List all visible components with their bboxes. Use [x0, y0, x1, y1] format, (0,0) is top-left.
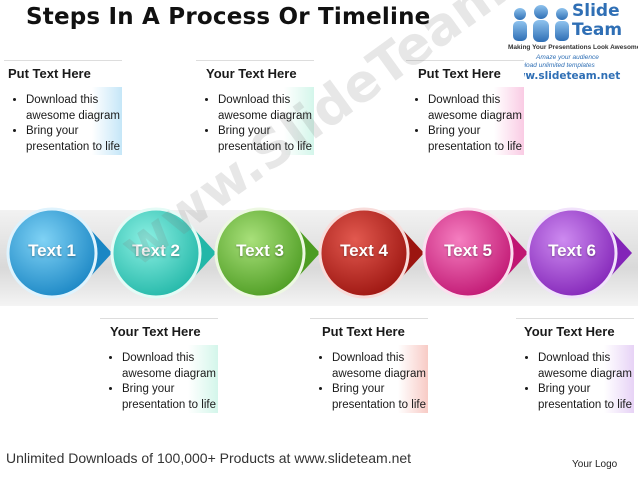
top-card-2: Your Text Here Download this awesome dia…: [196, 60, 314, 155]
timeline-steps: [6, 207, 632, 299]
list-item: Download this awesome diagram: [218, 93, 314, 124]
step-2-label: Text 2: [132, 241, 180, 260]
card-heading: Your Text Here: [196, 60, 314, 87]
card-bullets: Download this awesome diagram Bring your…: [406, 93, 524, 155]
step-6-shape: [526, 207, 632, 299]
card-bullets: Download this awesome diagram Bring your…: [100, 351, 218, 413]
list-item: Download this awesome diagram: [332, 351, 428, 382]
list-item: Download this awesome diagram: [428, 93, 524, 124]
slideteam-logo: Slide Team Making Your Presentations Loo…: [506, 1, 638, 92]
list-item: Download this awesome diagram: [538, 351, 634, 382]
step-3-shape: [214, 207, 320, 299]
logo-tagline-2: Amaze your audience: [536, 54, 599, 61]
list-item: Bring your presentation to life: [26, 124, 122, 155]
top-card-3: Put Text Here Download this awesome diag…: [406, 60, 524, 155]
list-item: Download this awesome diagram: [122, 351, 218, 382]
step-6-label: Text 6: [548, 241, 596, 260]
logo-url: www.slideteam.net: [506, 70, 621, 82]
step-2-shape: [110, 207, 216, 299]
card-heading: Your Text Here: [516, 318, 634, 345]
logo-brand: Slide Team: [572, 1, 623, 40]
list-item: Bring your presentation to life: [428, 124, 524, 155]
your-logo-text: Your Logo: [572, 459, 618, 470]
step-1-label: Text 1: [28, 241, 76, 260]
list-item: Bring your presentation to life: [332, 382, 428, 413]
card-heading: Your Text Here: [100, 318, 218, 345]
step-4-shape: [318, 207, 424, 299]
bottom-card-1: Your Text Here Download this awesome dia…: [100, 318, 218, 413]
list-item: Bring your presentation to life: [122, 382, 218, 413]
bottom-card-3: Your Text Here Download this awesome dia…: [516, 318, 634, 413]
list-item: Bring your presentation to life: [218, 124, 314, 155]
page-title: Steps In A Process Or Timeline: [26, 4, 431, 30]
people-logo-icon: [513, 5, 569, 42]
step-5-label: Text 5: [444, 241, 492, 260]
step-5-shape: [422, 207, 528, 299]
footer-text: Unlimited Downloads of 100,000+ Products…: [6, 450, 412, 466]
step-4-label: Text 4: [340, 241, 388, 260]
card-bullets: Download this awesome diagram Bring your…: [310, 351, 428, 413]
step-1-shape: [6, 207, 112, 299]
logo-tagline: Making Your Presentations Look Awesome: [508, 44, 638, 51]
step-3-label: Text 3: [236, 241, 284, 260]
top-card-1: Put Text Here Download this awesome diag…: [4, 60, 122, 155]
card-heading: Put Text Here: [4, 60, 122, 87]
card-bullets: Download this awesome diagram Bring your…: [516, 351, 634, 413]
card-bullets: Download this awesome diagram Bring your…: [196, 93, 314, 155]
list-item: Download this awesome diagram: [26, 93, 122, 124]
card-heading: Put Text Here: [406, 60, 524, 87]
card-bullets: Download this awesome diagram Bring your…: [4, 93, 122, 155]
list-item: Bring your presentation to life: [538, 382, 634, 413]
logo-tagline-3: Download unlimited templates: [508, 62, 595, 69]
bottom-card-2: Put Text Here Download this awesome diag…: [310, 318, 428, 413]
card-heading: Put Text Here: [310, 318, 428, 345]
